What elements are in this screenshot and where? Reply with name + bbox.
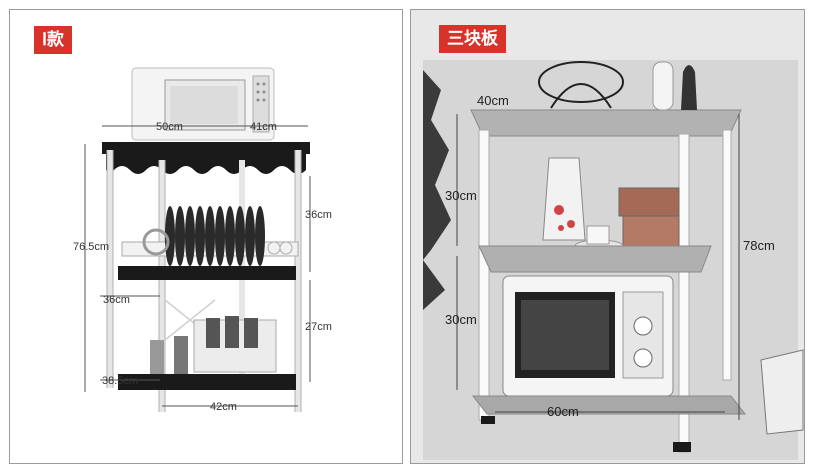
back-right-pole	[722, 129, 732, 381]
dish-rack-icon	[121, 206, 299, 266]
width-42-label: 42cm	[210, 401, 237, 413]
front-left-pole	[478, 129, 490, 421]
rack-model-1-illustration: 50cm 41cm 76.5cm 36cm 36cm 27cm 38.5cm 4…	[73, 67, 332, 413]
basket-icon	[760, 349, 804, 435]
middle-shelf	[118, 266, 296, 280]
height-76-label: 76.5cm	[73, 241, 109, 253]
three-board-label: 三块板	[439, 25, 506, 53]
rack-frame	[107, 150, 301, 412]
depth-40-label: 40cm	[477, 93, 509, 108]
rack-three-board-panel: 40cm 30cm 30cm 78cm 60cm 三块板	[410, 9, 805, 464]
depth-38-label: 38.5cm	[102, 375, 138, 387]
bottle-icon	[681, 65, 697, 110]
width-50-label: 50cm	[156, 121, 183, 133]
glass-shelf-middle	[478, 245, 712, 273]
microwave-icon	[502, 275, 674, 397]
height-36-label: 36cm	[305, 209, 332, 221]
height-30-bottom-label: 30cm	[445, 312, 477, 327]
glass-shelf-bottom	[471, 395, 747, 415]
rack-three-board-photo: 40cm 30cm 30cm 78cm 60cm	[411, 10, 804, 463]
foot-icon	[673, 442, 691, 452]
bottom-shelf	[118, 374, 296, 390]
depth-36-label: 36cm	[103, 294, 130, 306]
vase-icon	[652, 61, 674, 111]
tea-box-icon	[618, 187, 680, 247]
depth-41-label: 41cm	[250, 121, 277, 133]
spice-rack-icon	[150, 316, 277, 376]
foot-icon	[481, 416, 495, 424]
top-shelf	[102, 142, 310, 174]
height-78-label: 78cm	[743, 238, 775, 253]
height-30-top-label: 30cm	[445, 188, 477, 203]
height-27-label: 27cm	[305, 321, 332, 333]
plant-icon	[423, 70, 451, 310]
model-1-label: Ⅰ款	[34, 26, 73, 54]
microwave-icon	[131, 67, 275, 141]
rack-model-1-panel: Ⅰ款	[9, 9, 403, 464]
pitcher-icon	[542, 157, 586, 241]
wine-rack-icon	[538, 61, 624, 109]
glass-shelf-top	[470, 109, 742, 137]
width-60-label: 60cm	[547, 404, 579, 419]
